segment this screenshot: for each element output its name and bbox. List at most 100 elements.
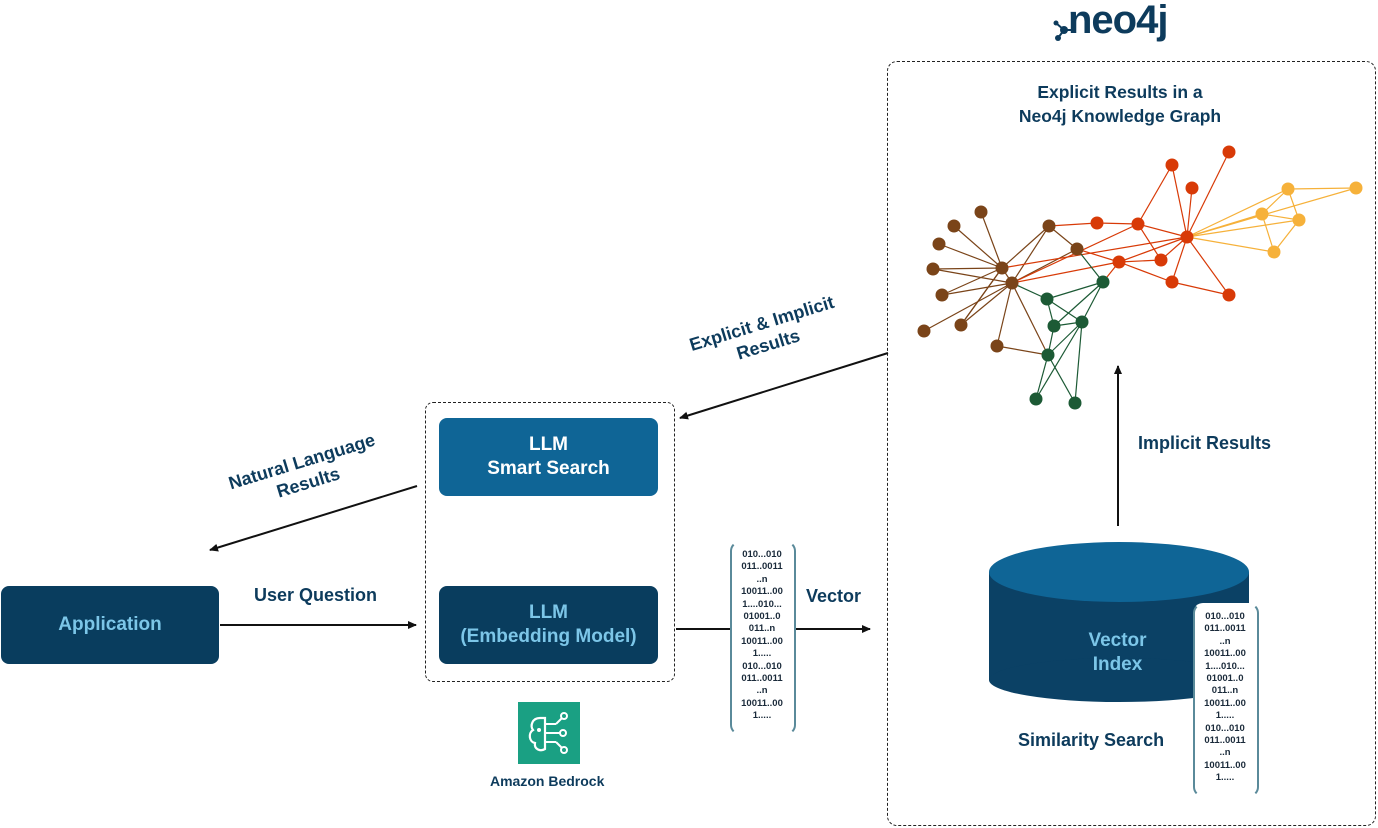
bedrock-icon (518, 702, 580, 764)
graph-node (1096, 275, 1110, 289)
llm-embedding-model-box[interactable]: LLM (Embedding Model) (439, 586, 658, 664)
vector-line: ..n (1219, 635, 1231, 647)
graph-edge (1186, 236, 1275, 253)
vector-line: 10011..00 (1204, 648, 1246, 660)
graph-node (1131, 217, 1145, 231)
user-question-label: User Question (254, 585, 378, 605)
graph-node (1154, 253, 1168, 267)
graph-node (932, 237, 946, 251)
vector-line: 1..... (752, 648, 772, 660)
bedrock-label: Amazon Bedrock (490, 773, 605, 789)
llm-smart-search-box[interactable]: LLM Smart Search (439, 418, 658, 496)
graph-node (1075, 315, 1089, 329)
graph-edge (996, 345, 1049, 356)
vector-bracket-right (1193, 603, 1259, 797)
graph-edge (1118, 261, 1173, 283)
vector-line: 10011..00 (1204, 759, 1246, 771)
graph-node (1165, 275, 1179, 289)
bedrock-group (425, 402, 675, 682)
graph-edge (923, 282, 1013, 332)
graph-edge (1137, 164, 1173, 225)
vector-line: 1....010... (742, 598, 782, 610)
graph-edge (1046, 298, 1083, 323)
vector-line: 10011..00 (741, 635, 783, 647)
neo4j-logo: neo4j (1052, 0, 1192, 46)
graph-edge (1171, 281, 1230, 296)
graph-node (935, 288, 949, 302)
graph-edge (932, 267, 1003, 270)
graph-node (1267, 245, 1281, 259)
llm-embedding-line1: LLM (528, 602, 569, 623)
vector-line: 10011..00 (741, 697, 783, 709)
graph-node (1005, 276, 1019, 290)
graph-edge (1053, 281, 1104, 327)
vector-line: 011..0011 (741, 673, 783, 685)
graph-node (1112, 255, 1126, 269)
vector-line: ..n (756, 685, 768, 697)
graph-node (926, 262, 940, 276)
vector-index-label: Vector Index (1060, 629, 1175, 677)
graph-node (995, 261, 1009, 275)
vector-bracket-left (730, 541, 796, 735)
graph-edge (1186, 188, 1289, 238)
graph-node (1047, 319, 1061, 333)
application-box[interactable]: Application (1, 586, 219, 664)
graph-edge (1047, 354, 1076, 404)
graph-node (1349, 181, 1363, 195)
graph-edge (1035, 321, 1083, 400)
graph-edge (938, 243, 1003, 269)
graph-edge (980, 211, 1003, 269)
graph-edge (1011, 261, 1120, 284)
vector-label: Vector (806, 586, 862, 606)
graph-edge (1137, 223, 1162, 261)
vector-line: 1....010... (1205, 660, 1245, 672)
graph-edge (941, 282, 1013, 296)
vector-line: ..n (756, 573, 768, 585)
graph-edge (1046, 281, 1104, 300)
neo4j-nodes-icon (1053, 20, 1072, 41)
graph-node (1041, 348, 1055, 362)
graph-panel-title: Explicit Results in a Neo4j Knowledge Gr… (990, 80, 1250, 128)
graph-node (917, 324, 931, 338)
graph-edges (923, 151, 1357, 404)
graph-edge (1186, 219, 1300, 238)
graph-edge (1171, 236, 1188, 283)
graph-edge (1011, 282, 1049, 356)
graph-edge (1186, 187, 1193, 238)
graph-node (1165, 158, 1179, 172)
implicit-results-label: Implicit Results (1138, 433, 1272, 453)
vector-line: 011..n (748, 623, 776, 635)
graph-node (1029, 392, 1043, 406)
neo4j-logo-text: neo4j (1068, 0, 1168, 42)
vector-line: 010...010 (742, 660, 782, 672)
graph-node (1185, 181, 1199, 195)
graph-node (990, 339, 1004, 353)
graph-edge (1035, 354, 1049, 400)
graph-edge (960, 282, 1013, 326)
graph-node (947, 219, 961, 233)
graph-edge (1287, 187, 1357, 190)
graph-nodes (917, 145, 1363, 410)
similarity-search-label: Similarity Search (1018, 730, 1165, 750)
graph-edge (1118, 259, 1162, 263)
graph-node (1068, 396, 1082, 410)
graph-edge (941, 267, 1003, 296)
graph-edge (1076, 248, 1104, 283)
vector-index-line1: Vector (1088, 630, 1147, 651)
graph-panel (887, 61, 1376, 826)
graph-edge (1171, 164, 1188, 238)
graph-edge (1273, 219, 1300, 253)
vector-line: 10011..00 (741, 586, 783, 598)
vector-line: 010...010 (742, 549, 782, 560)
graph-node (974, 205, 988, 219)
vector-line: 011..n (1211, 685, 1239, 697)
graph-edge (1074, 321, 1083, 404)
graph-edge (1076, 248, 1120, 263)
vector-line: 010...010 (1205, 722, 1245, 734)
graph-edge (960, 267, 1003, 326)
arrow-graph-to-llm (679, 352, 889, 420)
graph-node (954, 318, 968, 332)
graph-node (1292, 213, 1306, 227)
